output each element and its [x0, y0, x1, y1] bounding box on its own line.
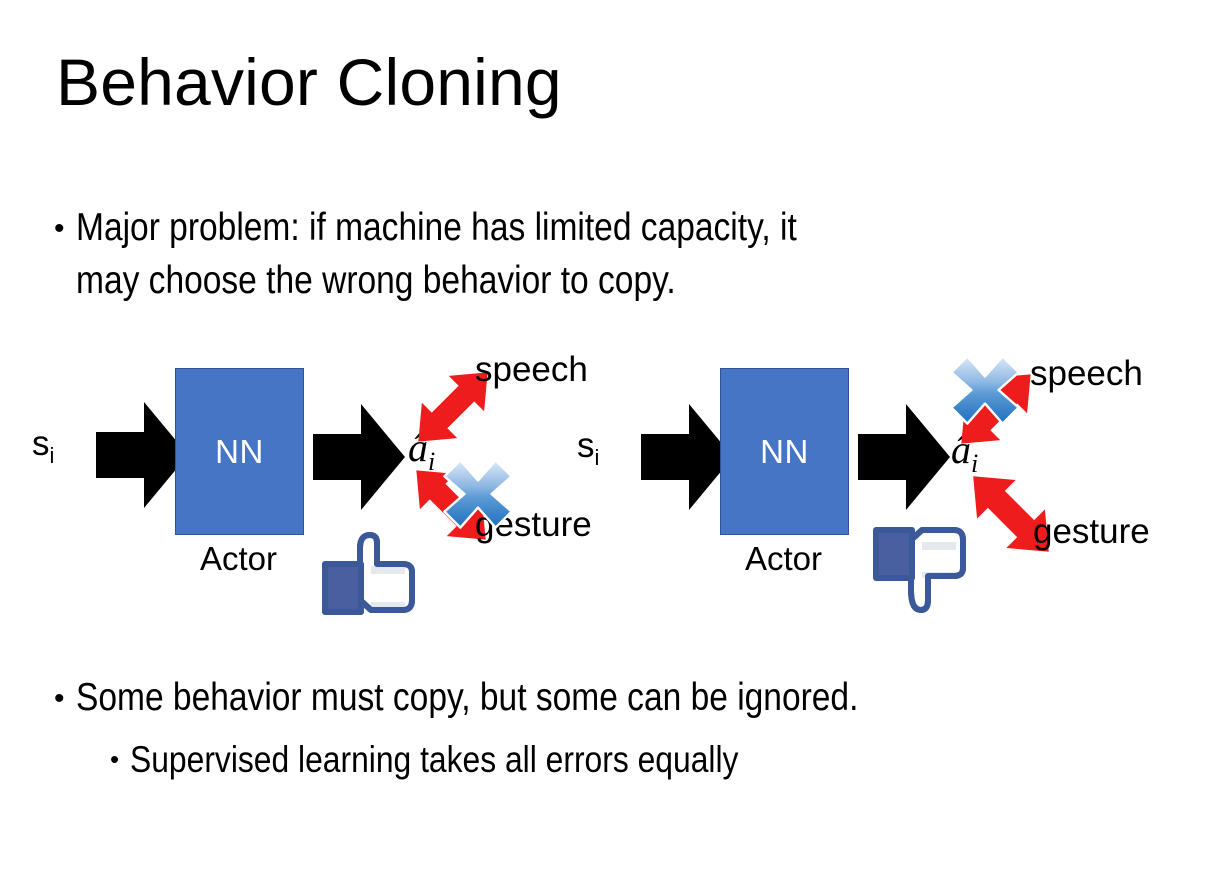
- actor-caption-right: Actor: [744, 540, 823, 577]
- bullet-bottom-secondary-text: Supervised learning takes all errors equ…: [130, 739, 739, 780]
- bullet-bottom-primary: • Some behavior must copy, but some can …: [54, 672, 1174, 725]
- branch-label-gesture-right: gesture: [1033, 512, 1150, 551]
- bullet-marker-icon: •: [54, 682, 65, 715]
- gesture-arrow-icon-right: [973, 476, 1049, 552]
- nn-box-label: NN: [760, 432, 809, 470]
- output-arrow-icon-right: [858, 404, 950, 510]
- input-arrow-icon-right: [641, 404, 733, 510]
- nn-box-label: NN: [215, 432, 264, 470]
- speech-arrow-icon-left: [418, 372, 488, 442]
- bullet-marker-icon: •: [54, 212, 65, 245]
- actor-caption-left: Actor: [199, 540, 278, 577]
- branch-label-speech-left: speech: [475, 350, 588, 389]
- output-arrow-icon-left: [313, 404, 405, 510]
- bullet-marker-icon: •: [110, 744, 120, 774]
- state-label-left: si: [32, 426, 54, 467]
- page-title: Behavior Cloning: [56, 45, 562, 119]
- nn-box-right: NN: [720, 368, 849, 535]
- bullet-top: • Major problem: if machine has limited …: [54, 202, 1174, 307]
- action-subscript: i: [971, 449, 979, 478]
- input-arrow-icon-left: [96, 402, 188, 508]
- branch-label-speech-right: speech: [1030, 354, 1143, 393]
- state-symbol: s: [577, 426, 595, 465]
- bullet-bottom-primary-text: Some behavior must copy, but some can be…: [75, 676, 858, 719]
- cross-out-icon-speech-right: [950, 355, 1020, 425]
- state-label-right: si: [577, 428, 599, 469]
- state-symbol: s: [32, 424, 50, 463]
- state-subscript: i: [49, 443, 55, 468]
- thumbs-up-icon-left: [322, 532, 415, 615]
- action-subscript: i: [428, 447, 436, 476]
- thumbs-down-icon-right: [873, 527, 966, 613]
- state-subscript: i: [594, 445, 600, 470]
- bullet-top-text: Major problem: if machine has limited ca…: [75, 206, 797, 302]
- cross-out-icon-gesture-left: [443, 459, 513, 529]
- bullet-bottom-secondary: • Supervised learning takes all errors e…: [110, 735, 1190, 785]
- diagram-left: si NN Actor âi speech gesture: [20, 340, 620, 640]
- nn-box-left: NN: [175, 368, 304, 535]
- diagram-right: si NN Actor âi speech gesture: [565, 340, 1165, 640]
